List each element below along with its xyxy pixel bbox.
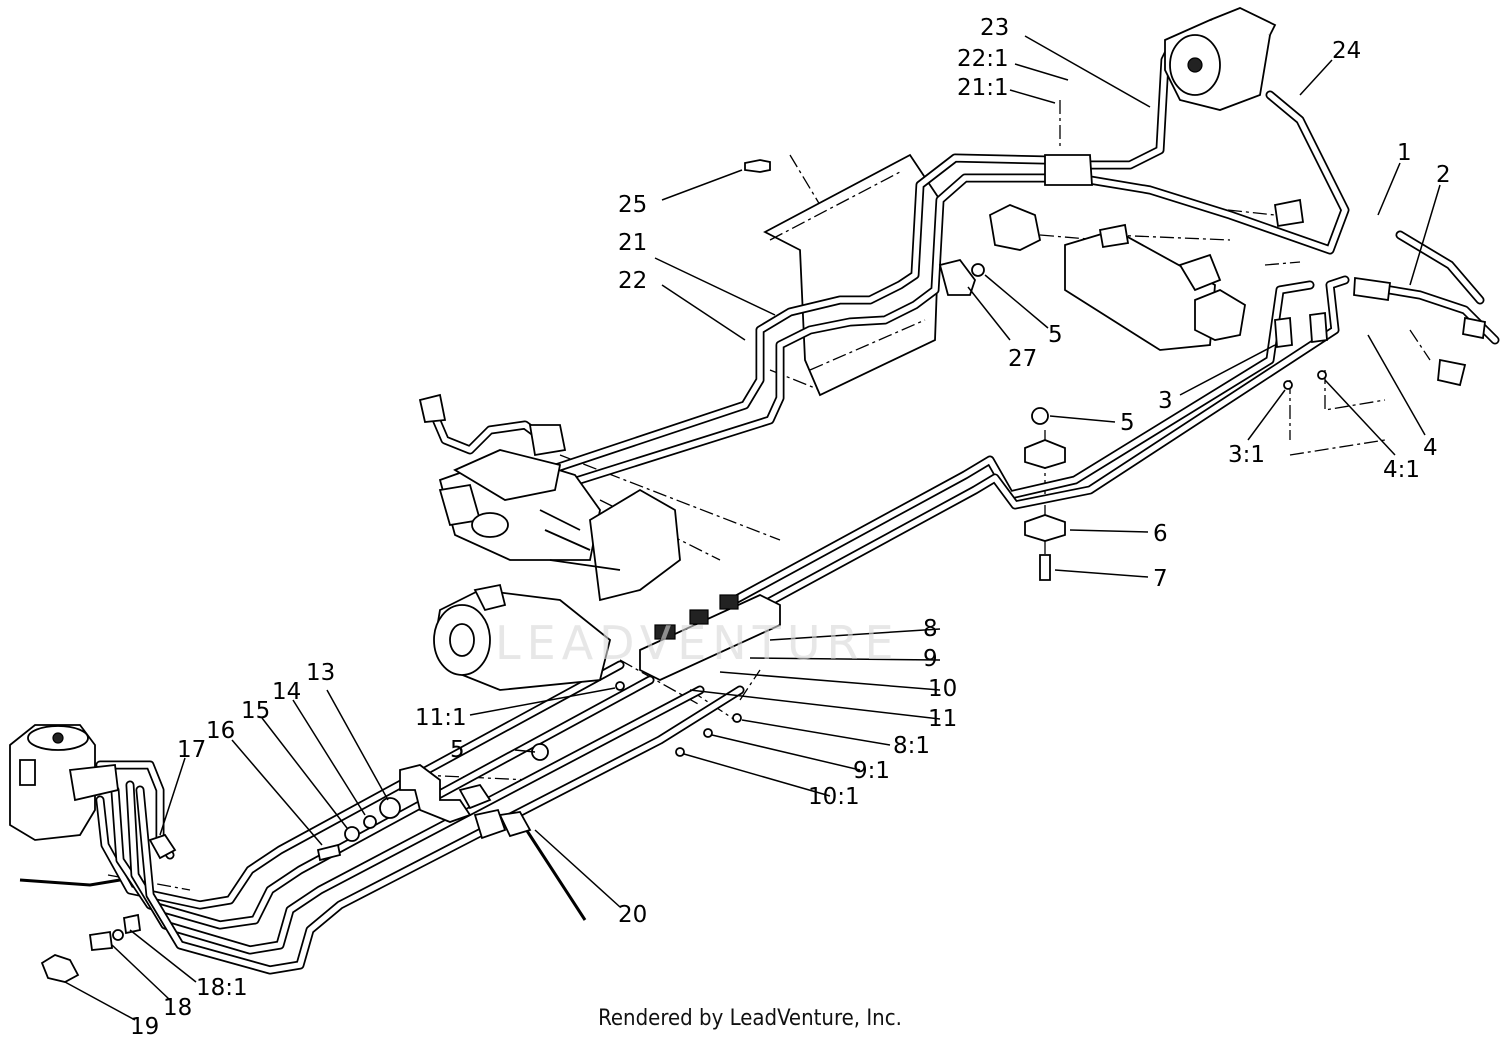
- callout-5-middle: 5: [1120, 410, 1135, 436]
- render-credit-caption: Rendered by LeadVenture, Inc.: [598, 1006, 902, 1031]
- callout-25: 25: [618, 192, 647, 218]
- hydraulic-motor: [433, 583, 612, 691]
- callout-3: 3: [1158, 388, 1173, 414]
- callout-1: 1: [1397, 140, 1412, 166]
- callout-13: 13: [306, 660, 335, 686]
- callout-24: 24: [1332, 38, 1361, 64]
- callout-3-1: 3:1: [1228, 442, 1265, 468]
- callout-14: 14: [272, 679, 301, 705]
- callout-18-1: 18:1: [196, 975, 248, 1001]
- leader-lines: [64, 35, 1441, 1021]
- callout-9: 9: [923, 646, 938, 672]
- callout-7: 7: [1153, 566, 1168, 592]
- hydraulic-tubes: [95, 35, 1500, 975]
- callout-27: 27: [1008, 346, 1037, 372]
- manifold-block: [639, 594, 781, 681]
- callout-22-1: 22:1: [957, 46, 1009, 72]
- callout-5-lower: 5: [450, 737, 465, 763]
- callout-10-1: 10:1: [808, 784, 860, 810]
- callout-18: 18: [163, 995, 192, 1021]
- callout-5-upper: 5: [1048, 322, 1063, 348]
- callout-11-1: 11:1: [415, 705, 467, 731]
- watermark: LEADVENTURE: [495, 616, 900, 670]
- callout-19: 19: [130, 1014, 159, 1040]
- callout-10: 10: [928, 676, 957, 702]
- callout-16: 16: [206, 718, 235, 744]
- callout-23: 23: [980, 15, 1009, 41]
- callout-8: 8: [923, 616, 938, 642]
- callout-21: 21: [618, 230, 647, 256]
- callout-labels: 1 2 3 3:1 4 4:1 5 5 5 6 7 8 8:1 9 9:1 10…: [130, 15, 1451, 1040]
- callout-9-1: 9:1: [853, 758, 890, 784]
- callout-2: 2: [1436, 162, 1451, 188]
- callout-11: 11: [928, 706, 957, 732]
- callout-4-1: 4:1: [1383, 457, 1420, 483]
- top-hydraulic-pump: [1164, 7, 1277, 111]
- hydraulic-cylinder: [989, 204, 1246, 351]
- callout-15: 15: [241, 698, 270, 724]
- callout-21-1: 21:1: [957, 75, 1009, 101]
- callout-22: 22: [618, 268, 647, 294]
- callout-20: 20: [618, 902, 647, 928]
- fittings-hardware: [19, 154, 1486, 983]
- callout-17: 17: [177, 737, 206, 763]
- callout-8-1: 8:1: [893, 733, 930, 759]
- callout-4: 4: [1423, 435, 1438, 461]
- control-valve-assembly: [418, 393, 681, 602]
- steering-control-unit: [9, 724, 119, 841]
- callout-6: 6: [1153, 521, 1168, 547]
